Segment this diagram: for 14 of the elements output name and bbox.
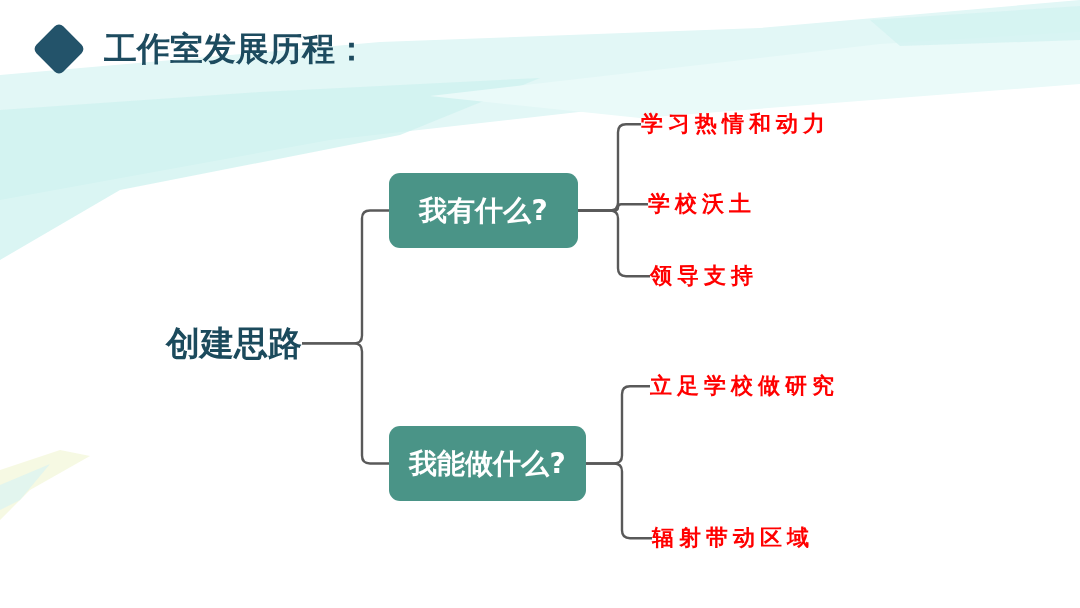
connector-line bbox=[302, 342, 389, 465]
topic-label: 我有什么? bbox=[419, 193, 548, 228]
item-text: 学校沃土 bbox=[648, 191, 756, 218]
topic-label: 我能做什么? bbox=[409, 446, 566, 481]
item-text: 学习热情和动力 bbox=[641, 111, 830, 138]
topic-box bbox=[389, 173, 578, 248]
item-text: 辐射带动区域 bbox=[652, 525, 814, 552]
connector-line bbox=[586, 462, 652, 540]
item-text: 立足学校做研究 bbox=[650, 373, 839, 400]
item-text: 领导支持 bbox=[650, 263, 758, 290]
topic-box bbox=[389, 426, 586, 501]
topic-text: 创建思路 bbox=[166, 323, 302, 364]
connector-line bbox=[578, 209, 650, 278]
slide-title: 工作室发展历程： bbox=[104, 28, 368, 70]
